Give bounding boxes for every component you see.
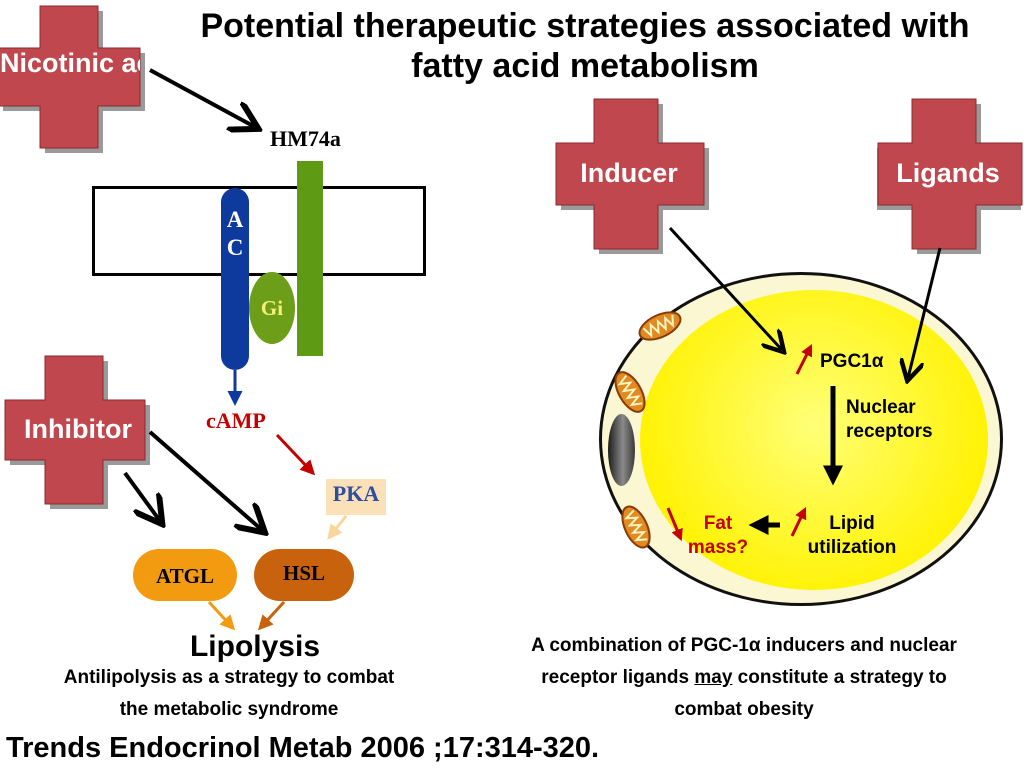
- arrow-lipid-up: [790, 506, 807, 537]
- arrow-pka-to-hsl: [327, 515, 348, 540]
- arrow-atgl-to-lipolysis: [207, 600, 236, 631]
- camp-label: cAMP: [206, 408, 266, 433]
- arrow-hsl-to-lipolysis: [257, 600, 286, 631]
- arrow-inhibitor-to-atgl: [123, 471, 160, 521]
- ac-label: A C: [226, 207, 244, 260]
- hsl-pill: [254, 549, 354, 601]
- cell-membrane: [92, 186, 426, 276]
- nuclear-receptors-label: Nuclear receptors: [846, 397, 933, 442]
- mitochondrion-icon: [614, 371, 646, 413]
- nucleus: [608, 414, 635, 486]
- slide-title: Potential therapeutic strategies associa…: [200, 7, 970, 85]
- arrow-nicotinic-to-hm74a: [149, 68, 255, 127]
- hsl-label: HSL: [282, 561, 326, 585]
- right-caption: A combination of PGC-1α inducers and nuc…: [531, 635, 957, 720]
- cross-inhibitor: [4, 355, 150, 509]
- hm74a-label: HM74a: [270, 126, 341, 151]
- pka-label: PKA: [332, 481, 380, 506]
- cell-cytoplasm: [640, 290, 988, 590]
- cross-label-inhibitor: Inhibitor: [24, 414, 132, 444]
- mitochondrion-icon: [638, 311, 682, 341]
- fat-mass-label: Fat mass?: [687, 513, 749, 558]
- gi-label: Gi: [260, 296, 284, 320]
- arrow-ligands-to-receptors: [908, 247, 942, 378]
- arrow-pgc1a-up: [795, 343, 813, 375]
- atgl-label: ATGL: [156, 564, 214, 588]
- adenylyl-cyclase: [221, 188, 249, 370]
- cross-label-inducer: Inducer: [580, 158, 678, 188]
- arrow-fat-down: [666, 507, 683, 542]
- mitochondrion-icon: [621, 505, 651, 549]
- lipolysis-label: Lipolysis: [189, 630, 321, 663]
- arrow-camp-to-pka: [275, 433, 316, 476]
- cross-label-nicotinic: Nicotinic acid: [0, 48, 140, 78]
- citation: Trends Endocrinol Metab 2006 ;17:314-320…: [6, 732, 600, 764]
- atgl-pill: [133, 549, 237, 601]
- left-caption: Antilipolysis as a strategy to combat th…: [63, 667, 395, 720]
- gi-protein: [249, 272, 295, 344]
- cross-inducer: [555, 98, 709, 254]
- pka-box: [326, 479, 386, 515]
- arrow-inducer-to-pgc1a: [668, 226, 782, 350]
- lipid-utilization-label: Lipid utilization: [807, 513, 897, 558]
- arrow-inhibitor-to-hsl: [148, 430, 262, 530]
- cross-label-ligands: Ligands: [896, 158, 1000, 188]
- pgc1a-label: PGC1α: [820, 351, 884, 372]
- cross-ligands: [877, 98, 1023, 254]
- hm74a-receptor: [297, 161, 323, 356]
- cross-nicotinic: [0, 5, 145, 153]
